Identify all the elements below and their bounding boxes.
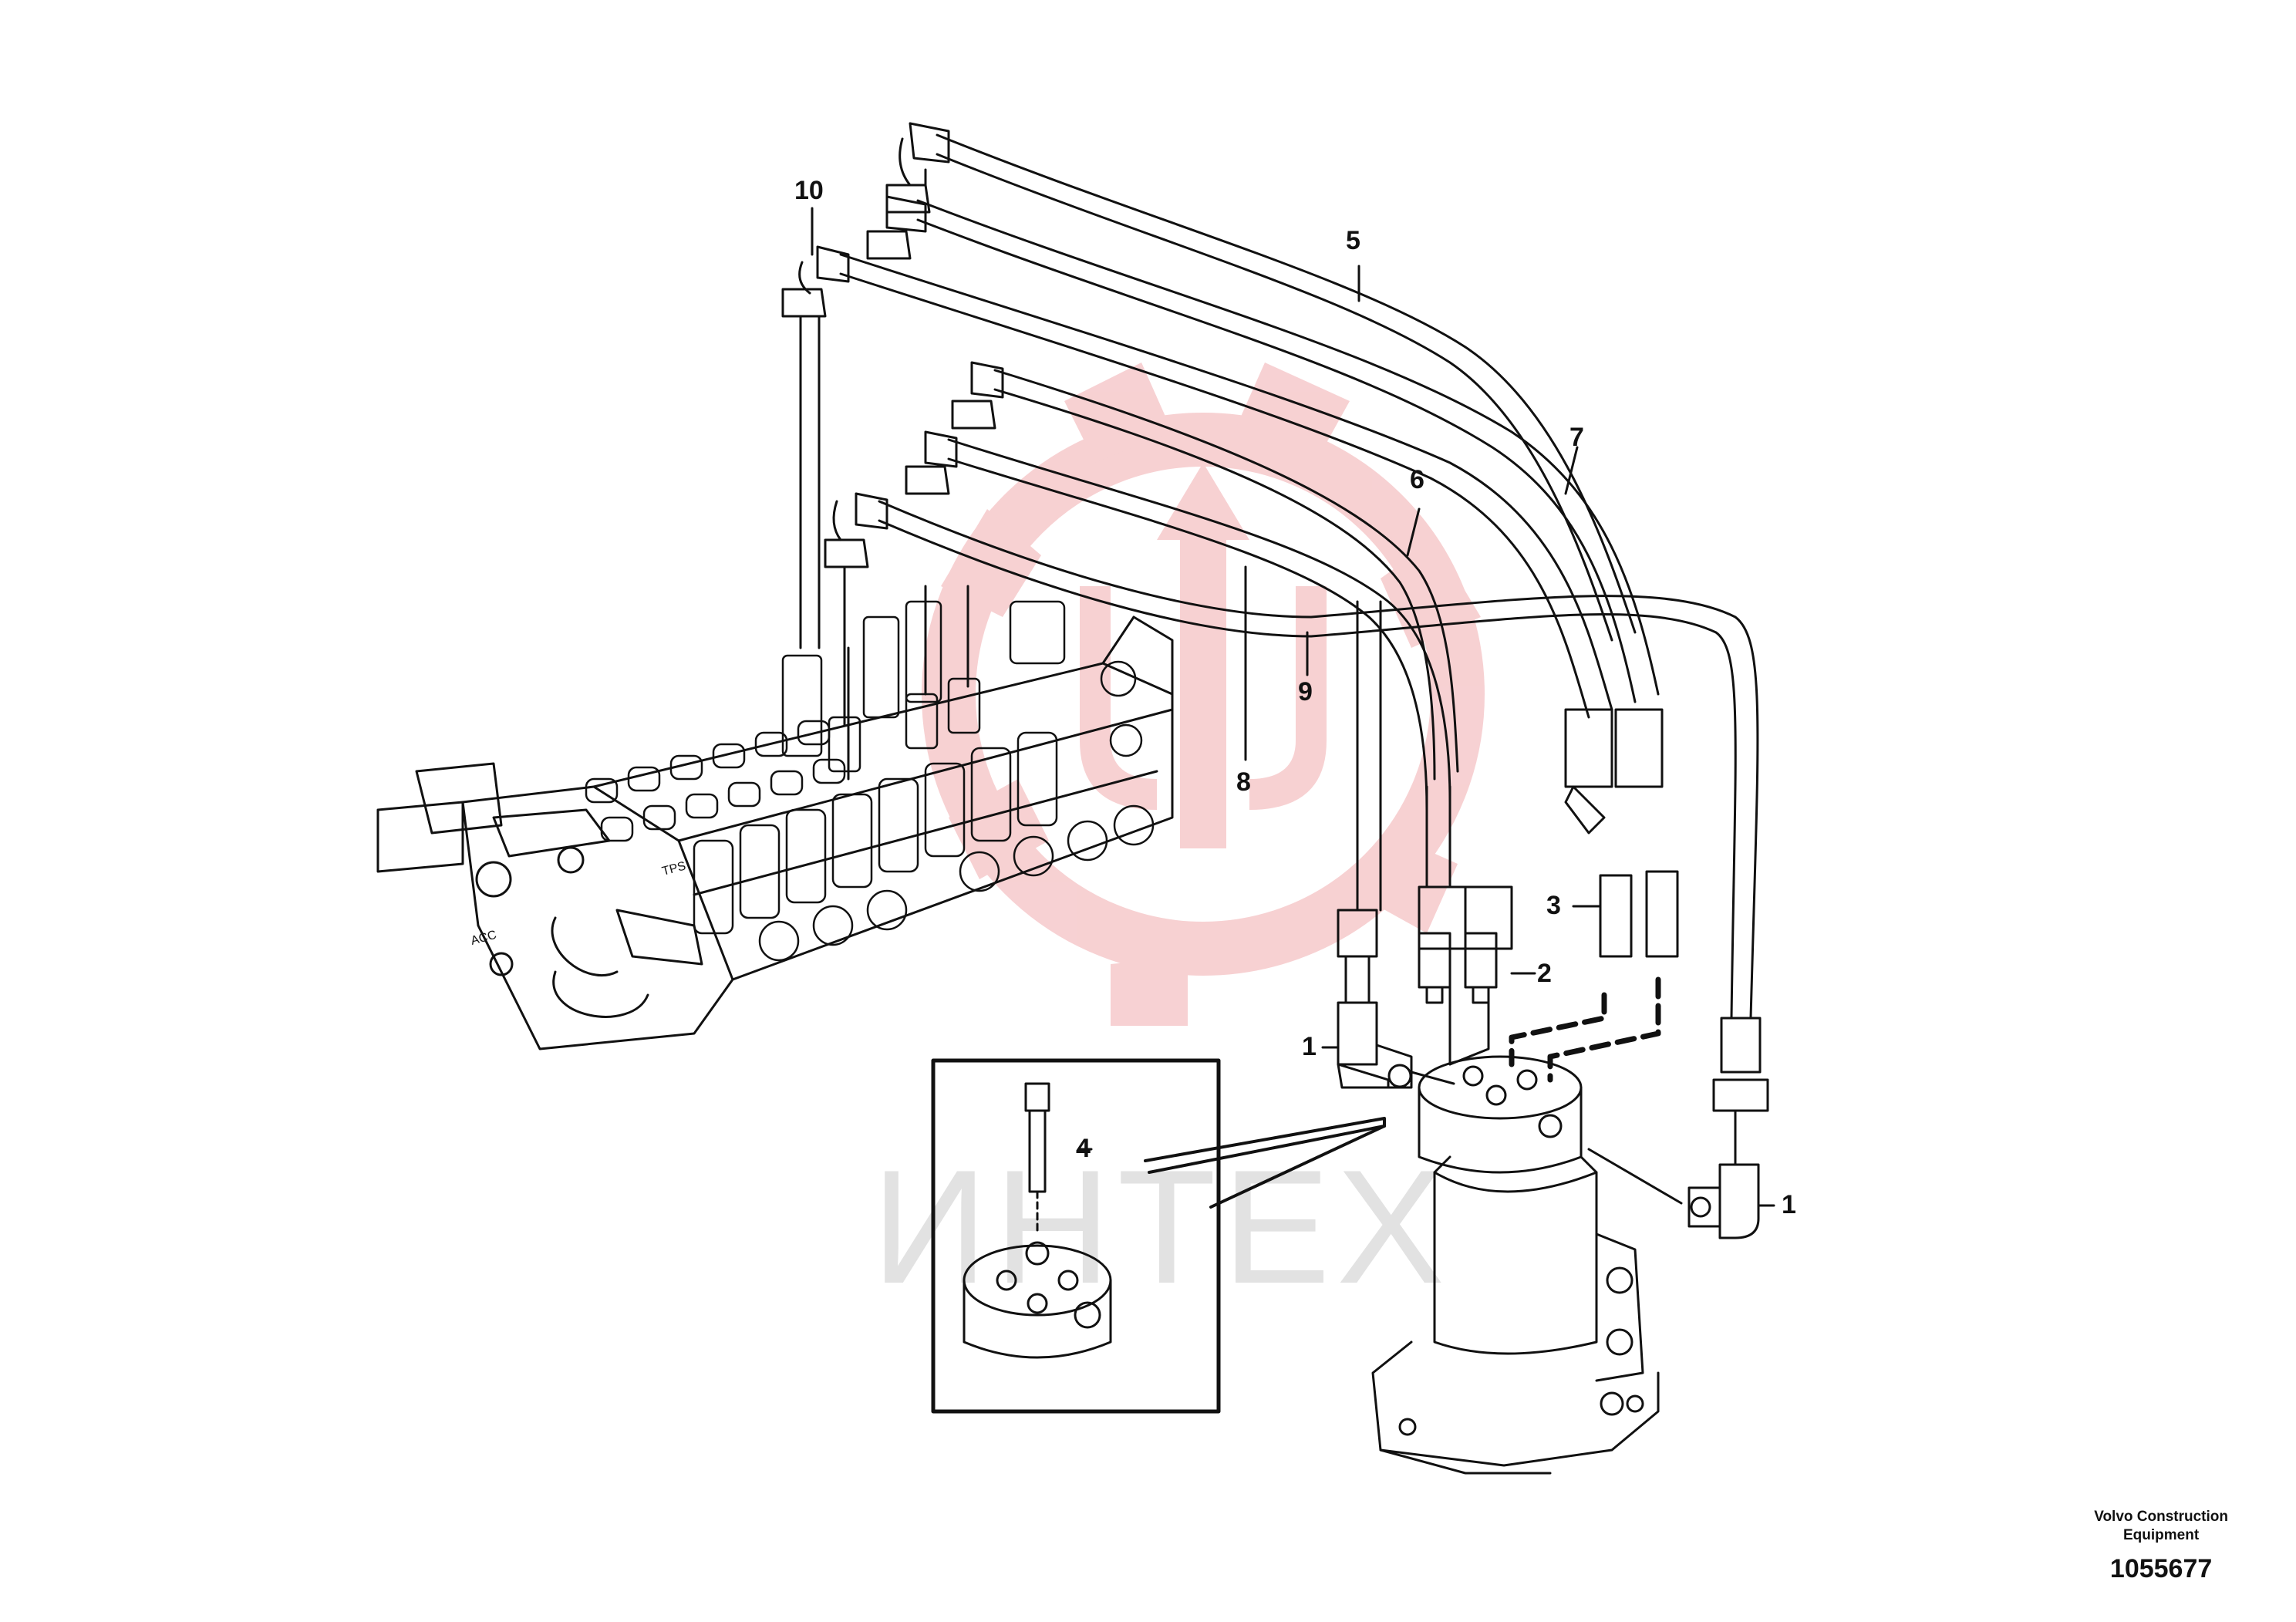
brand-line-1: Volvo Construction [2094,1509,2228,1525]
hose-7 [866,195,1660,703]
flow-dashes [1509,976,1661,1083]
callout-5: 5 [1346,226,1360,255]
hose-6 [951,361,1459,781]
drawing-number: 1055677 [2109,1554,2213,1583]
detail-inset-frame [931,1058,1221,1414]
hose-8 [905,430,1451,811]
inset-swivel-top [963,1082,1112,1359]
adapter-2 [1418,932,1498,1004]
callout-6: 6 [1410,465,1424,494]
valve-stamp-acc: ACC [470,929,498,948]
brand-line-2: Equipment [2123,1527,2200,1543]
callout-4: 4 [1076,1134,1091,1163]
hose-10 [781,245,1613,719]
valve-stamp-tps: TPS [661,859,687,878]
center-swivel-joint [1371,1055,1660,1475]
hose-5 [885,122,1637,642]
elbow-fitting-1-right [1587,1109,1760,1239]
control-valve-block [376,585,1174,1050]
callout-9: 9 [1298,677,1313,706]
callout-8: 8 [1236,767,1251,797]
elbow-fitting-1-left [1337,1001,1455,1089]
callout-3: 3 [1546,891,1561,920]
drawing-footer: Volvo Construction Equipment 1055677 [2094,1508,2228,1584]
callout-10: 10 [794,176,824,205]
callout-1-right: 1 [1782,1190,1796,1219]
adapter-3 [1599,870,1679,958]
callout-2: 2 [1537,959,1552,988]
leader-lines [811,207,1775,1207]
hose-9 [824,492,1769,1112]
callout-1-left: 1 [1302,1032,1317,1061]
watermark-text: ИНТЕХ [872,1136,1451,1317]
callout-7: 7 [1569,423,1584,452]
